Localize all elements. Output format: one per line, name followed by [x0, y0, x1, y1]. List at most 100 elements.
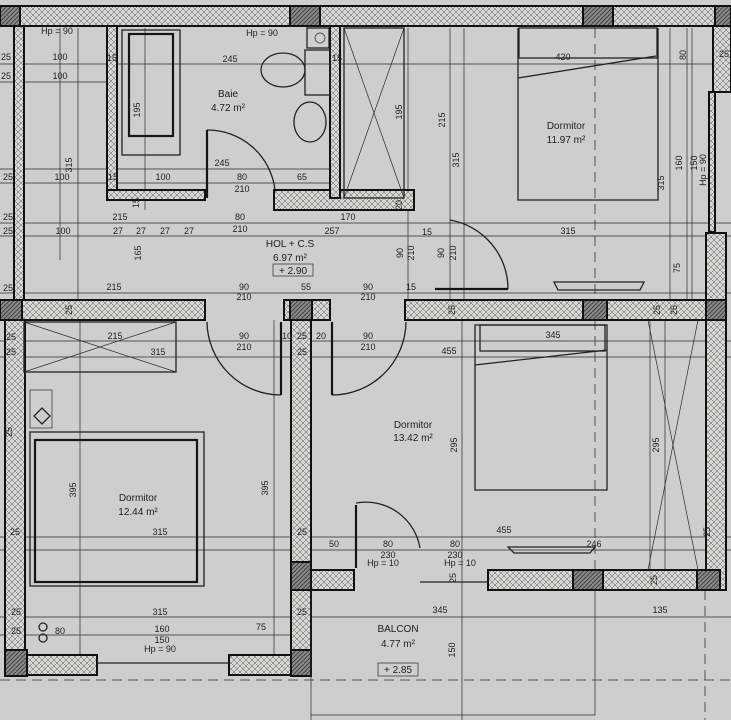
dimension-label: 210: [406, 245, 416, 260]
dimension-label: 210: [236, 292, 251, 302]
dimension-label: 90: [363, 282, 373, 292]
dimension-label: 75: [672, 263, 682, 273]
dimension-label: 215: [112, 212, 127, 222]
room-level-balcon: + 2.85: [384, 665, 413, 676]
dimension-label: 165: [133, 245, 143, 260]
dimension-label: 90: [395, 248, 405, 258]
dimension-label: 25: [297, 527, 307, 537]
dimension-label: 27: [136, 226, 146, 236]
dimension-label: 80: [450, 539, 460, 549]
dimension-label: 395: [68, 482, 78, 497]
bathtub: [121, 29, 181, 156]
room-area-dormitor-1: 11.97 m²: [547, 135, 586, 146]
dimension-label: 210: [236, 342, 251, 352]
dimension-label: 195: [132, 102, 142, 117]
room-area-balcon: 4.77 m²: [381, 639, 416, 650]
dimension-label: 80: [678, 50, 688, 60]
dimension-label: 15: [108, 172, 118, 182]
dimension-label: 295: [651, 437, 661, 452]
dimension-label: 25: [1, 52, 11, 62]
room-name-baie: Baie: [218, 89, 238, 100]
walls: [0, 5, 731, 677]
wardrobe: [518, 27, 658, 59]
dimension-label: 25: [11, 607, 21, 617]
toilet: [260, 52, 306, 88]
dimension-label: Hp = 90: [144, 644, 176, 654]
dimension-label: 150: [154, 635, 169, 645]
dimension-label: 170: [340, 212, 355, 222]
dimension-label: 455: [441, 346, 456, 356]
dimension-label: 25: [669, 305, 679, 315]
dimension-label: Hp = 90: [41, 26, 73, 36]
dimension-label: 80: [55, 626, 65, 636]
bed: [33, 438, 199, 584]
dimension-label: 90: [239, 282, 249, 292]
dimension-label: 100: [52, 52, 67, 62]
dimension-label: 315: [656, 175, 666, 190]
dimension-label: 25: [3, 172, 13, 182]
dimension-label: 25: [448, 573, 458, 583]
dimension-label: 455: [496, 525, 511, 535]
dimension-label: 395: [260, 480, 270, 495]
room-name-dormitor-3: Dormitor: [394, 420, 433, 431]
dimension-label: 15: [422, 227, 432, 237]
dimension-label: 230: [447, 550, 462, 560]
dimension-label: 25: [719, 49, 729, 59]
room-area-dormitor-2: 12.44 m²: [118, 507, 158, 518]
room-area-hol: 6.97 m²: [273, 253, 308, 264]
dimension-label: 15: [332, 53, 342, 63]
dimension-label: 25: [297, 331, 307, 341]
dimension-label: 25: [6, 347, 16, 357]
dimension-label: 90: [239, 331, 249, 341]
dimension-label: 25: [3, 226, 13, 236]
dimension-label: 15: [131, 198, 141, 208]
dimension-label: Hp = 10: [444, 558, 476, 568]
room-level-hol: + 2.90: [279, 266, 308, 277]
dimension-label: 150: [689, 155, 699, 170]
dimension-label: 257: [324, 226, 339, 236]
dimension-label: 80: [237, 172, 247, 182]
dimension-label: 315: [150, 347, 165, 357]
dimension-label: 80: [383, 539, 393, 549]
dimension-label: 27: [160, 226, 170, 236]
dimension-label: 230: [380, 550, 395, 560]
dimension-label: Hp = 90: [698, 154, 708, 186]
dimension-label: 100: [52, 71, 67, 81]
dimension-label: 100: [54, 172, 69, 182]
dimension-label: 25: [64, 305, 74, 315]
room-name-balcon: BALCON: [377, 624, 418, 635]
dimension-label: 25: [1, 71, 11, 81]
room-name-dormitor-1: Dormitor: [547, 121, 586, 132]
dimension-label: 150: [447, 642, 457, 657]
dimension-label: 135: [652, 605, 667, 615]
dimension-label: 27: [184, 226, 194, 236]
dimension-label: 25: [4, 427, 14, 437]
dimension-label: 75: [256, 622, 266, 632]
dimension-label: 25: [297, 607, 307, 617]
dimension-label: 215: [437, 112, 447, 127]
dimension-label: 215: [107, 331, 122, 341]
dimension-label: 15: [107, 53, 117, 63]
dimension-label: Hp = 10: [367, 558, 399, 568]
dimension-label: 20: [316, 331, 326, 341]
dimension-label: 246: [586, 539, 601, 549]
dimension-label: 420: [555, 52, 570, 62]
dimension-label: 50: [329, 539, 339, 549]
dimension-label: 160: [674, 155, 684, 170]
dimension-label: 245: [214, 158, 229, 168]
dimension-label: Hp = 90: [246, 28, 278, 38]
dimension-label: 15: [406, 282, 416, 292]
dimension-label: 210: [232, 224, 247, 234]
room-area-baie: 4.72 m²: [211, 103, 246, 114]
dimension-label: 210: [360, 342, 375, 352]
dimension-label: 315: [152, 607, 167, 617]
dimension-label: 10: [282, 331, 292, 341]
dimension-label: 25: [10, 527, 20, 537]
dimension-label: 210: [360, 292, 375, 302]
dimension-lines: [0, 28, 731, 720]
dimension-label: 25: [652, 305, 662, 315]
dimension-label: 315: [152, 527, 167, 537]
dimension-label: 210: [448, 245, 458, 260]
